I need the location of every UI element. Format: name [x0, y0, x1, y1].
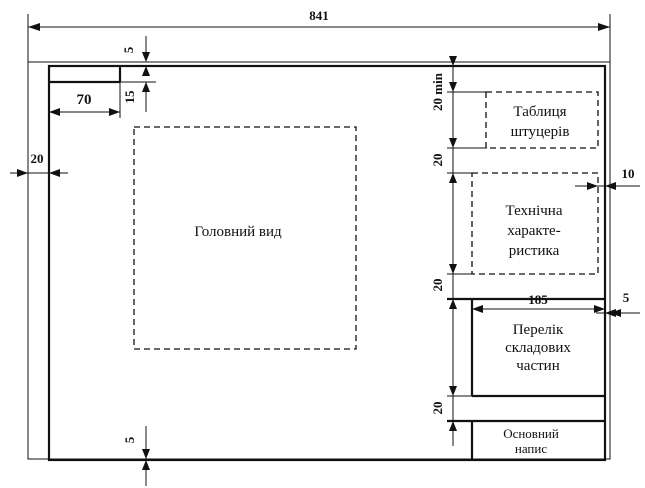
dim-corner-height: 15	[122, 90, 137, 104]
dim-gap-after-table: 20	[430, 154, 445, 167]
arrowhead	[109, 108, 120, 116]
arrowhead	[449, 138, 457, 148]
dim-gap-top-min: 20 min	[430, 72, 445, 111]
parts-list-label-line2: складових	[505, 340, 571, 356]
fittings-table-label-line1: Таблиця	[513, 104, 566, 120]
arrowhead	[598, 23, 610, 31]
arrowhead	[449, 56, 457, 66]
arrowhead	[594, 305, 605, 313]
arrowhead	[142, 449, 150, 459]
title-block-label-line1: Основний	[503, 426, 559, 441]
arrowhead	[449, 264, 457, 274]
arrowhead	[142, 460, 150, 470]
tech-spec-box	[471, 172, 599, 275]
dim-right-gap: 10	[622, 166, 635, 181]
dim-left-margin: 20	[31, 151, 44, 166]
dim-gap-after-spec: 20	[430, 279, 445, 292]
arrowhead	[49, 108, 60, 116]
arrowhead	[472, 305, 483, 313]
dim-bottom-gap: 5	[122, 436, 137, 443]
arrowhead	[142, 82, 150, 92]
arrowhead	[605, 182, 616, 190]
arrowhead	[449, 82, 457, 92]
fittings-table-label-line2: штуцерів	[511, 124, 570, 140]
arrowhead	[610, 309, 621, 317]
arrowhead	[142, 66, 150, 76]
main-view-label: Головний вид	[194, 224, 282, 240]
dim-total-width: 841	[309, 8, 329, 23]
dim-top-gap: 5	[121, 46, 136, 53]
tech-spec-label-line2: характе-	[507, 223, 560, 239]
arrowhead	[449, 386, 457, 396]
fittings-table-box	[485, 91, 599, 149]
arrowhead	[449, 299, 457, 309]
dim-gap-after-parts: 20	[430, 402, 445, 415]
drawing-frame	[47, 64, 607, 462]
dim-corner-width: 70	[77, 92, 92, 108]
title-block-label-line2: напис	[515, 441, 547, 456]
arrowhead	[449, 173, 457, 183]
dim-right-margin: 5	[623, 290, 630, 305]
tech-spec-label-line1: Технічна	[506, 203, 563, 219]
main-view-box	[133, 126, 357, 350]
dim-parts-width: 185	[528, 292, 548, 307]
arrowhead	[587, 182, 598, 190]
tech-spec-label-line3: ристика	[509, 243, 560, 259]
sheet-outer-edge	[27, 61, 611, 460]
arrowhead	[449, 421, 457, 431]
arrowhead	[17, 169, 28, 177]
parts-list-label-line3: частин	[516, 358, 559, 374]
arrowhead	[142, 52, 150, 62]
arrowhead	[28, 23, 40, 31]
arrowhead	[49, 169, 60, 177]
parts-list-label-line1: Перелік	[513, 322, 564, 338]
